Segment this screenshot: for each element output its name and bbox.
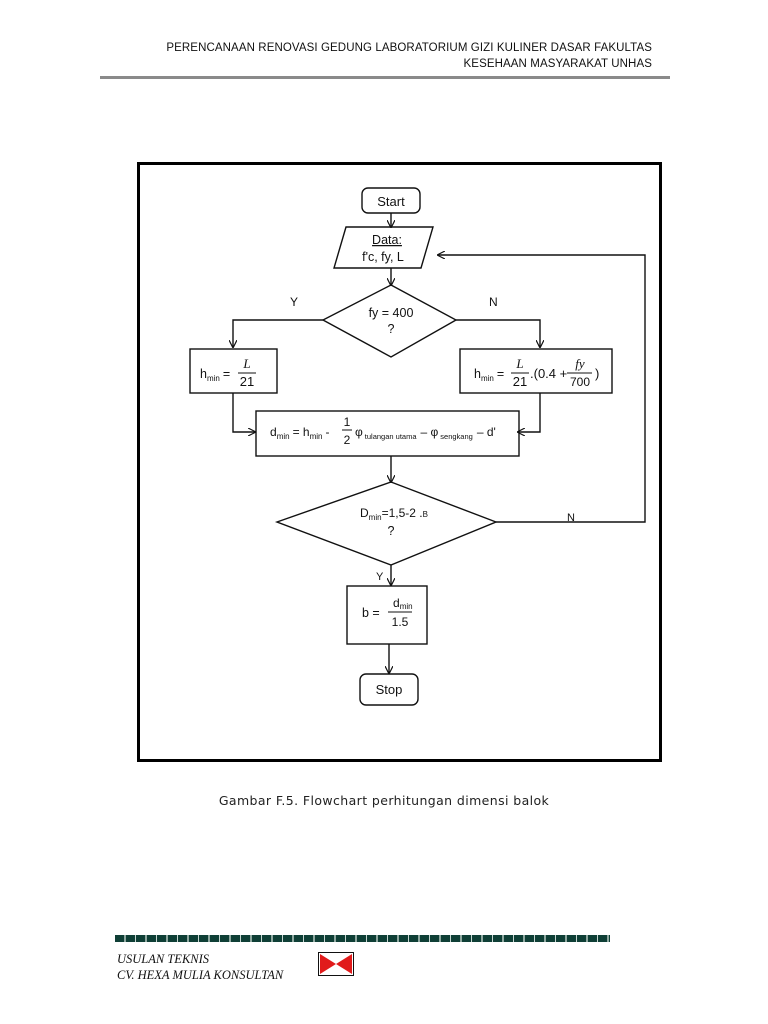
header-rule — [100, 76, 670, 79]
hmin-right-den2: 700 — [570, 375, 590, 389]
stop-terminal — [359, 673, 419, 706]
company-logo-icon — [318, 952, 354, 976]
arrow-yes-left — [233, 319, 323, 347]
hmin-left-label: hmin= — [200, 367, 230, 383]
decision1-line2: ? — [388, 322, 395, 336]
decision2-yes-label: Y — [376, 571, 384, 583]
dmin-formula-left: dmin= hmin- — [270, 425, 329, 441]
decision2-line1: Dmin=1,5-2 .B — [360, 506, 428, 522]
dmin-box — [255, 410, 520, 457]
hmin-right-den: 21 — [513, 374, 527, 389]
b-label: b = — [362, 606, 380, 620]
decision-fy — [321, 284, 458, 358]
decision2-no-label: N — [567, 512, 575, 524]
hmin-left-num: L — [242, 356, 250, 371]
page-header: PERENCANAAN RENOVASI GEDUNG LABORATORIUM… — [100, 40, 652, 72]
decision2-line2: ? — [388, 524, 395, 538]
footer-line-1: USULAN TEKNIS — [117, 952, 210, 966]
footer-line-2: CV. HEXA MULIA KONSULTAN — [117, 968, 284, 982]
decision-dmin — [274, 481, 498, 566]
start-label: Start — [377, 194, 405, 209]
hmin-right-mid: .(0.4 + — [530, 366, 567, 381]
hmin-right-box — [459, 348, 613, 394]
arrow-no-loop — [438, 255, 646, 523]
decision1-line1: fy = 400 — [369, 306, 414, 320]
dmin-half-num: 1 — [344, 415, 351, 429]
hmin-left-den: 21 — [240, 374, 254, 389]
hmin-right-num2: fy — [575, 356, 585, 371]
data-vars: f'c, fy, L — [362, 250, 404, 264]
arrow-right-dmin — [518, 393, 541, 432]
flowchart-svg: Start Data: f'c, fy, L fy = 400 ? Y N hm… — [189, 187, 646, 706]
branch-no-label: N — [489, 295, 498, 309]
footer-decorative-bar — [115, 935, 610, 942]
stop-label: Stop — [376, 682, 403, 697]
data-title: Data: — [372, 233, 402, 247]
b-den: 1.5 — [392, 615, 409, 629]
arrow-left-dmin — [232, 393, 255, 432]
b-num: dmin — [393, 596, 413, 611]
hmin-right-close: ) — [595, 366, 599, 381]
header-line-1: PERENCANAAN RENOVASI GEDUNG LABORATORIUM… — [166, 42, 652, 54]
header-line-2: KESEHAAN MASYARAKAT UNHAS — [463, 58, 652, 70]
footer-company: USULAN TEKNIS CV. HEXA MULIA KONSULTAN — [117, 951, 283, 983]
arrow-no-right — [456, 319, 540, 347]
dmin-half-den: 2 — [344, 433, 351, 447]
flowchart-figure: Start Data: f'c, fy, L fy = 400 ? Y N hm… — [137, 162, 662, 762]
data-parallelogram — [333, 226, 434, 269]
figure-caption: Gambar F.5. Flowchart perhitungan dimens… — [218, 793, 550, 808]
hmin-right-label: hmin= — [474, 367, 504, 383]
hmin-right-num: L — [515, 356, 523, 371]
b-box — [346, 585, 428, 645]
branch-yes-label: Y — [290, 295, 298, 309]
